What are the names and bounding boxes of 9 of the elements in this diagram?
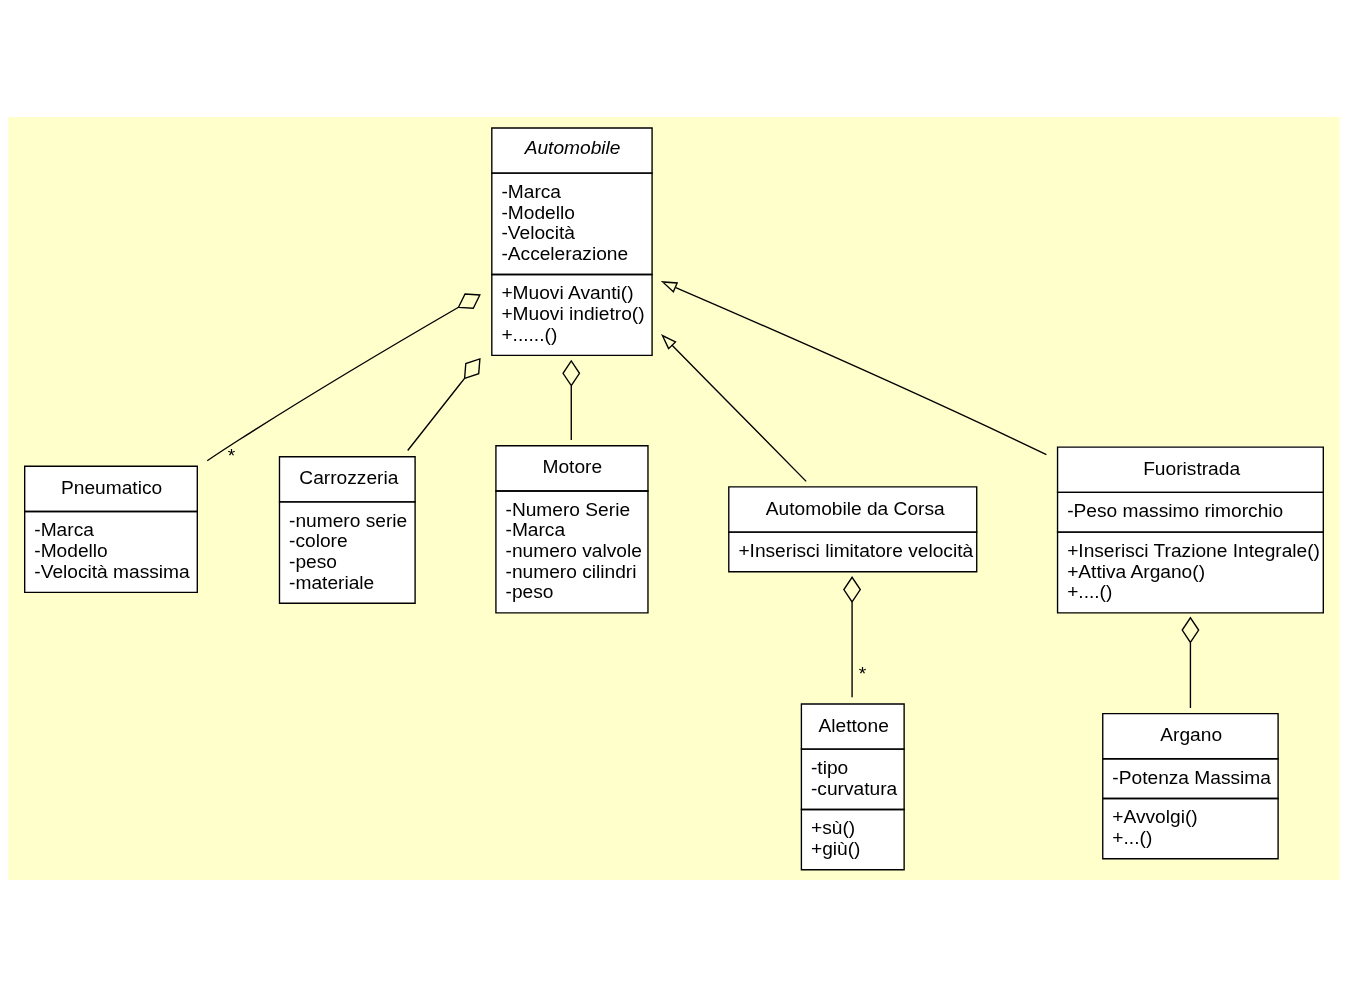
edge-label: * (227, 445, 236, 467)
connector (562, 359, 581, 441)
connector (407, 357, 481, 452)
arrow (660, 281, 1048, 456)
connector (1181, 616, 1200, 709)
arrow (661, 334, 807, 483)
connector (843, 576, 862, 699)
connector (206, 293, 481, 462)
edge-label: * (858, 663, 867, 685)
